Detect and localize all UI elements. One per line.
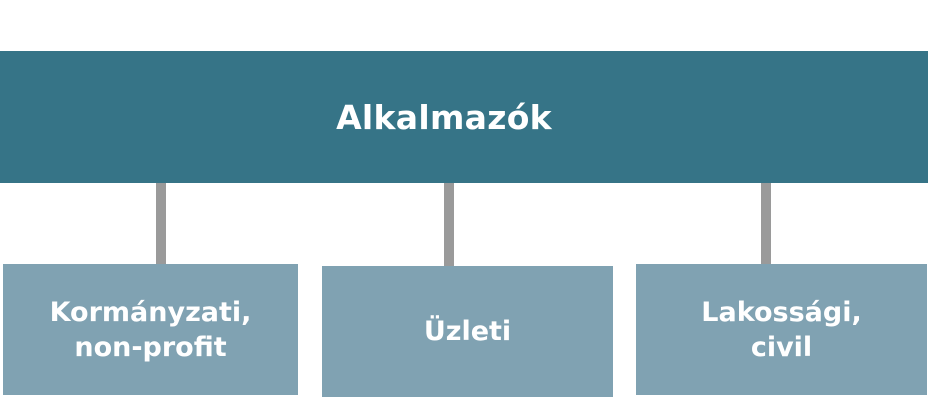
connector-3 bbox=[761, 183, 771, 264]
child-node-label: Kormányzati, non-profit bbox=[49, 296, 252, 363]
child-node-label: Lakossági, civil bbox=[701, 296, 862, 363]
child-node-label: Üzleti bbox=[423, 316, 512, 347]
root-node-label: Alkalmazók bbox=[336, 97, 552, 137]
connector-1 bbox=[156, 183, 166, 264]
child-node-business: Üzleti bbox=[322, 266, 613, 397]
child-node-residential: Lakossági, civil bbox=[636, 264, 927, 395]
child-node-government: Kormányzati, non-profit bbox=[3, 264, 298, 395]
root-node: Alkalmazók bbox=[0, 51, 928, 183]
connector-2 bbox=[444, 183, 454, 266]
